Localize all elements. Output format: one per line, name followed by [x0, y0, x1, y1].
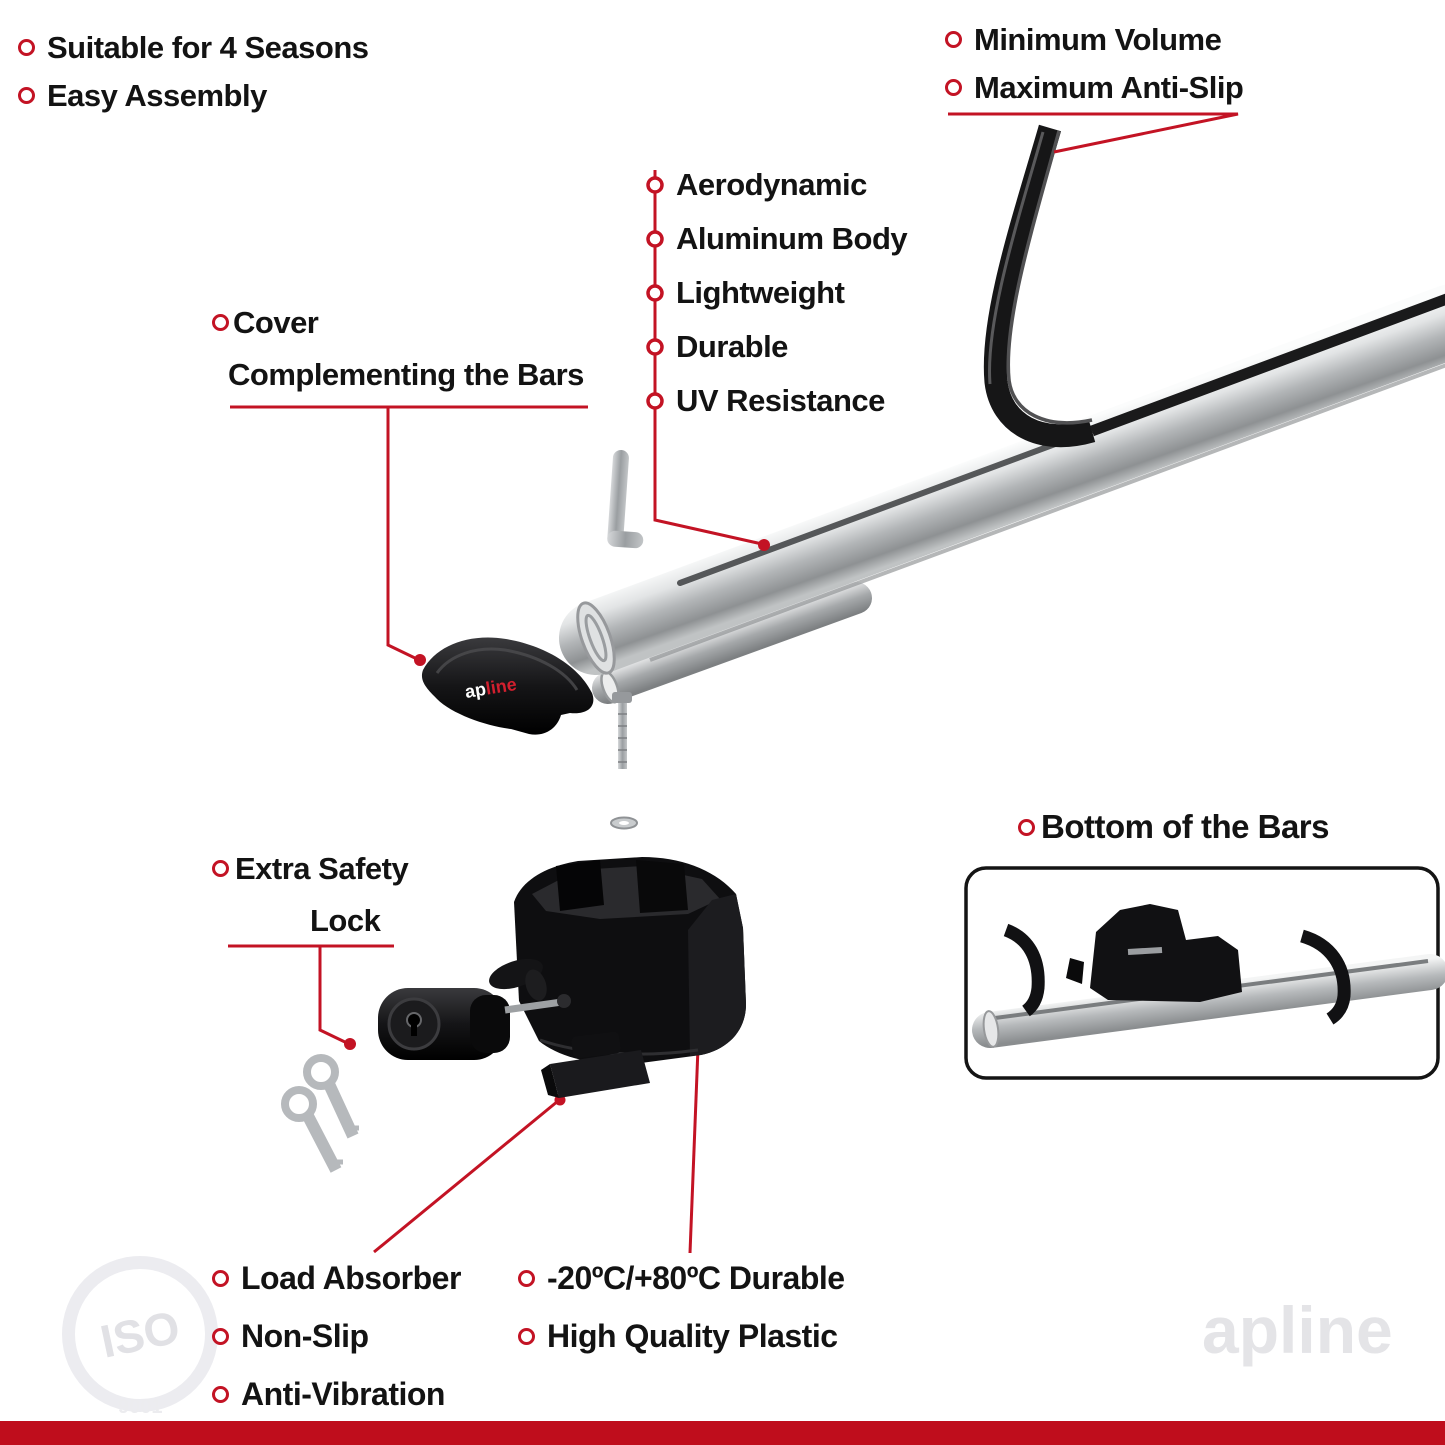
list-item: High Quality Plastic — [518, 1307, 845, 1365]
list-item-label: High Quality Plastic — [547, 1318, 838, 1354]
inset-panel — [964, 866, 1445, 1080]
bullet-icon — [212, 1328, 229, 1345]
list-item: UV Resistance — [676, 383, 885, 418]
bullet-icon — [945, 31, 962, 48]
list-item: Minimum Volume — [945, 16, 1243, 64]
cover-logo-line: line — [484, 674, 518, 699]
list-item: Load Absorber — [212, 1249, 461, 1307]
list-item-label: Suitable for 4 Seasons — [47, 30, 369, 65]
list-item-label: Minimum Volume — [974, 22, 1222, 57]
list-item: Durable — [676, 329, 788, 364]
bullet-icon — [212, 860, 229, 877]
bullet-icon — [945, 79, 962, 96]
inset-strip-left — [1003, 923, 1045, 1017]
top-right-feature-list: Minimum Volume Maximum Anti-Slip — [945, 16, 1244, 112]
list-item: Anti-Vibration — [212, 1365, 461, 1423]
brand-watermark: apline — [1202, 1293, 1393, 1367]
list-item-label: Non-Slip — [241, 1318, 369, 1354]
bullet-icon — [212, 314, 229, 331]
durable-callout-line — [688, 1021, 701, 1254]
inset-strip-right — [1299, 929, 1351, 1025]
bullet-icon — [1018, 819, 1035, 836]
callout-lines — [228, 112, 1239, 1254]
cover-logo: apline — [463, 674, 518, 702]
cover-callout-line — [230, 405, 588, 661]
bolt — [612, 692, 632, 769]
list-item-label: -20ºC/+80ºC Durable — [547, 1260, 845, 1296]
list-item: Aerodynamic — [676, 167, 867, 202]
safety-lock-label: Extra Safety Lock — [212, 843, 409, 947]
inset-title: Bottom of the Bars — [1018, 807, 1330, 847]
washer — [610, 816, 638, 830]
cover-part: apline — [421, 637, 594, 735]
list-item: Easy Assembly — [18, 72, 369, 120]
list-item-label: Load Absorber — [241, 1260, 461, 1296]
bullet-icon — [212, 1386, 229, 1403]
mounting-foot — [514, 857, 746, 1065]
cover-label-line2: Complementing the Bars — [228, 357, 584, 392]
bullet-icon — [212, 1270, 229, 1287]
cover-label: Cover Complementing the Bars — [212, 297, 584, 401]
inset-foot — [1090, 904, 1242, 1002]
list-item-label: Easy Assembly — [47, 78, 267, 113]
safety-label-line2: Lock — [310, 903, 381, 938]
top-left-feature-list: Suitable for 4 Seasons Easy Assembly — [18, 24, 369, 120]
list-item-label: Anti-Vibration — [241, 1376, 445, 1412]
list-item-label: Maximum Anti-Slip — [974, 70, 1244, 105]
list-item: Suitable for 4 Seasons — [18, 24, 369, 72]
keys — [281, 1054, 359, 1173]
absorber-callout-line — [373, 1099, 559, 1254]
list-item: -20ºC/+80ºC Durable — [518, 1249, 845, 1307]
list-item: Non-Slip — [212, 1307, 461, 1365]
iso-stamp-code: 9001 — [118, 1396, 163, 1418]
bottom-middle-list: -20ºC/+80ºC Durable High Quality Plastic — [518, 1249, 845, 1365]
rubber-strip — [983, 124, 1445, 448]
bullet-icon — [18, 39, 35, 56]
bullet-icon — [518, 1270, 535, 1287]
cover-logo-ap: ap — [463, 679, 487, 702]
list-item: Lightweight — [676, 275, 845, 310]
load-absorber-part — [541, 1031, 650, 1098]
cover-label-line1: Cover — [212, 297, 584, 349]
lock-callout-line — [228, 944, 394, 1045]
safety-label-line1: Extra Safety — [212, 843, 409, 895]
bottom-red-strip — [0, 1421, 1445, 1445]
list-item: Aluminum Body — [676, 221, 908, 256]
safety-lock — [378, 958, 571, 1060]
feature-bullet-icons — [646, 176, 664, 410]
bottom-left-list: Load Absorber Non-Slip Anti-Vibration — [212, 1249, 461, 1423]
list-item: Maximum Anti-Slip — [945, 64, 1244, 112]
bullet-icon — [518, 1328, 535, 1345]
bar-feature-list: Aerodynamic Aluminum Body Lightweight Du… — [676, 158, 908, 428]
antislip-callout-line — [948, 112, 1239, 154]
bullet-icon — [18, 87, 35, 104]
allen-key — [607, 449, 644, 549]
